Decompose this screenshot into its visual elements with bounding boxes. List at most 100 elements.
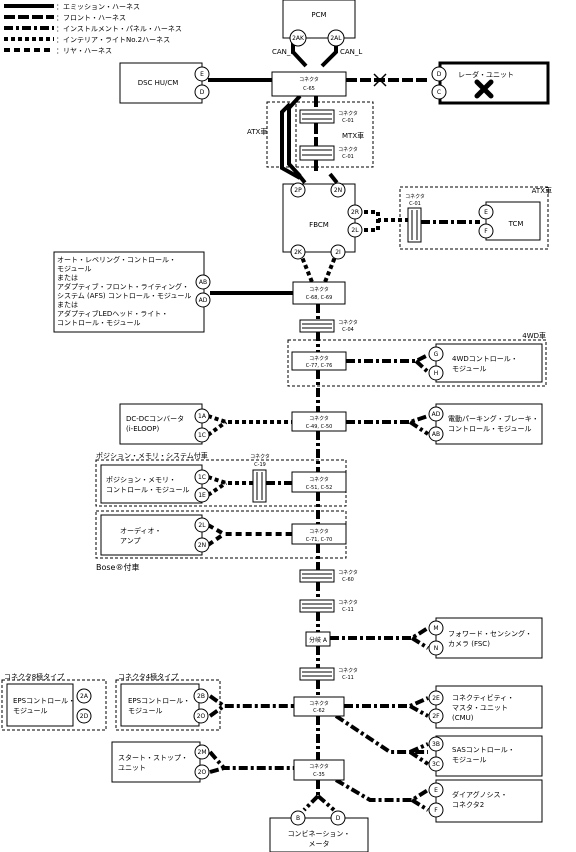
wire-eps-2o <box>208 704 226 718</box>
junction-box <box>305 631 331 647</box>
meter-box <box>269 817 369 852</box>
fsc-line-1: フォワード・センシング・ <box>448 629 532 638</box>
pin-fbcm-2n: 2N <box>334 187 342 194</box>
dcdc-line-1: DC-DCコンバータ <box>126 414 184 423</box>
wire-pos-1e <box>206 481 228 497</box>
pin-sas-3b: 3B <box>432 741 440 748</box>
pin-cmu-2e: 2E <box>432 695 440 702</box>
wire-fbcm-2p <box>296 172 308 186</box>
tcm-label: TCM <box>508 220 524 228</box>
c01a-id: C-01 <box>342 118 354 124</box>
leveling-line-3: または <box>57 274 78 282</box>
legend-label-instrument: ：インストルメント・パネル・ハーネス <box>56 25 182 33</box>
audio-box <box>100 514 203 556</box>
diag-line-2: コネクタ2 <box>452 800 484 809</box>
pin-diag-e: E <box>434 787 438 794</box>
wire-fbcm-c01 <box>364 210 408 222</box>
wire-dcdc-1c <box>206 420 228 437</box>
eps2-line-1: EPSコントロール・ <box>128 697 190 705</box>
c01a-word: コネクタ <box>338 110 358 117</box>
pin-pcm-r: 2AL <box>330 35 342 42</box>
sas-line-2: モジュール <box>452 756 487 764</box>
module-boxes <box>6 0 550 852</box>
leveling-line-2: モジュール <box>57 265 92 273</box>
eps8-label: コネクタ8極タイプ <box>4 672 64 681</box>
connector-c11b-box <box>299 667 335 681</box>
wire-junction-fsc <box>330 626 430 640</box>
pin-fsc-m: M <box>433 625 438 632</box>
ss-line-2: ユニット <box>118 764 146 772</box>
pin-eps2-2o: 2O <box>197 713 206 720</box>
wire-c49-epb-ab <box>408 420 430 436</box>
pin-epb-ad: AD <box>432 411 441 418</box>
pin-meter-d: D <box>336 815 341 822</box>
pin-4wd-g: G <box>434 351 439 358</box>
connector-c60-box <box>299 569 335 583</box>
sas-box <box>435 735 543 777</box>
eps4-label: コネクタ4極タイプ <box>118 672 178 681</box>
position-line-1: ポジション・メモリ・ <box>106 476 176 484</box>
connector-c19-box <box>252 469 267 503</box>
c62-id: C-62 <box>313 708 325 714</box>
c35-word: コネクタ <box>309 763 329 770</box>
radar-label: レーダ・ユニット <box>458 70 514 79</box>
cmu-box <box>435 685 543 729</box>
pin-eps1-2d: 2D <box>80 713 89 720</box>
wire-sas-3b <box>409 742 429 754</box>
atx-left-label: ATX車 <box>247 127 267 136</box>
c01c-id: C-01 <box>409 201 421 207</box>
wire-fbcm-2n <box>328 172 340 186</box>
legend-label-emission: ：エミッション・ハーネス <box>56 3 140 11</box>
misc-labels: CAN_H CAN_L ATX車 MTX車 ATX車 4WD車 ポジション・メモ… <box>4 48 552 681</box>
fourwd-group <box>287 339 547 387</box>
pin-pos-1c: 1C <box>198 474 206 481</box>
c60-id: C-60 <box>342 577 354 583</box>
epb-line-1: 電動パーキング・ブレーキ・ <box>448 414 539 423</box>
c62-word: コネクタ <box>309 700 329 707</box>
wire-eps-c62 <box>208 694 294 708</box>
wire-meter-b <box>302 794 320 812</box>
tcm-box <box>485 201 541 241</box>
bose-label: Bose®付車 <box>96 562 139 572</box>
pin-4wd-h: H <box>434 370 439 377</box>
dsc-box <box>119 62 203 104</box>
position-box <box>100 464 203 504</box>
c4950-id: C-49, C-50 <box>306 424 333 430</box>
pin-lev-ad: AD <box>199 297 208 304</box>
pin-tcm-e: E <box>484 209 488 216</box>
wire-c77-4wd-h <box>414 359 430 374</box>
pin-pcm-l: 2AK <box>292 35 305 42</box>
wire-ss-c35 <box>208 750 294 770</box>
wire-pos-c19 <box>207 475 253 485</box>
connector-c01a-box <box>299 109 335 124</box>
junction-label: 分岐 A <box>309 636 328 644</box>
connector-boxes <box>252 71 422 781</box>
meter-line-1: コンビネーション・ <box>288 829 351 838</box>
c6869-word: コネクタ <box>309 286 329 293</box>
pcm-label: PCM <box>311 11 326 19</box>
wire-audio-2n <box>206 532 226 547</box>
c60-word: コネクタ <box>338 569 358 576</box>
wire-c62-sas <box>334 714 428 754</box>
position-line-2: コントロール・モジュール <box>106 486 190 494</box>
connector-c5152-box <box>291 471 347 493</box>
pin-dsc-2: D <box>200 89 205 96</box>
c01b-word: コネクタ <box>338 146 358 153</box>
radar-disconnect-mark <box>373 73 387 87</box>
eps8-group <box>1 679 107 731</box>
connector-labels: コネクタ C-65 コネクタ C-01 コネクタ C-01 コネクタ C-01 … <box>250 76 425 778</box>
fourwd-line-1: 4WDコントロール・ <box>452 355 518 363</box>
eps4-group <box>115 679 221 731</box>
pin-eps1-2a: 2A <box>80 693 89 700</box>
wire-2i-c68 <box>323 251 339 283</box>
wire-c62-cmu-2f <box>409 704 429 718</box>
wire-meter-d <box>316 794 336 812</box>
c5152-word: コネクタ <box>309 476 329 483</box>
wire-c62-cmu <box>344 696 429 708</box>
c6869-id: C-68, C-69 <box>306 295 333 301</box>
wire-c49-epb <box>346 414 429 424</box>
pin-circles <box>76 29 494 826</box>
pin-fbcm-2r: 2R <box>351 209 359 216</box>
pin-labels: 2AK 2AL E D D C 2P 2N 2R 2L 2K 2I E F AB… <box>80 35 488 822</box>
position-car-label: ポジション・メモリ・システム付車 <box>96 451 208 460</box>
